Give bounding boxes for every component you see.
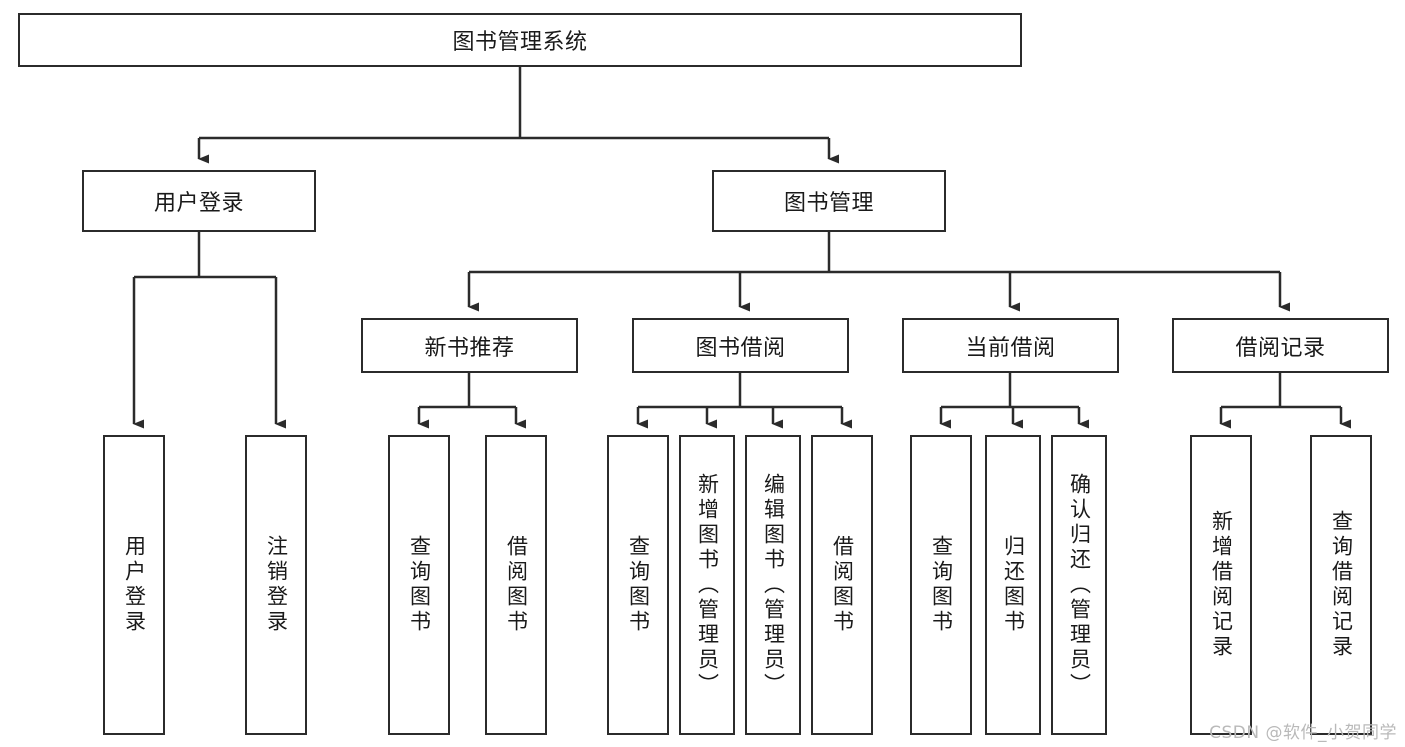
node-book-manage-label: 图书管理 xyxy=(783,191,874,216)
node-leaf-confirm-return-label: 确认归还（管理员） xyxy=(1067,472,1092,698)
node-leaf-edit-book-label: 编辑图书（管理员） xyxy=(761,472,786,698)
node-user-login-label: 用户登录 xyxy=(153,191,244,216)
node-leaf-query-book-3[interactable]: 查询图书 xyxy=(910,435,972,735)
node-leaf-borrow-book-1-label: 借阅图书 xyxy=(504,535,529,635)
node-leaf-borrow-book-1[interactable]: 借阅图书 xyxy=(485,435,547,735)
node-leaf-user-login[interactable]: 用户登录 xyxy=(103,435,165,735)
node-leaf-add-book[interactable]: 新增图书（管理员） xyxy=(679,435,735,735)
node-borrow-record-label: 借阅记录 xyxy=(1235,335,1326,361)
node-leaf-borrow-book-2-label: 借阅图书 xyxy=(830,535,855,635)
node-leaf-add-book-label: 新增图书（管理员） xyxy=(695,472,720,698)
node-leaf-query-book-1-label: 查询图书 xyxy=(407,535,432,635)
node-leaf-add-record[interactable]: 新增借阅记录 xyxy=(1190,435,1252,735)
node-leaf-return-book[interactable]: 归还图书 xyxy=(985,435,1041,735)
node-leaf-query-book-1[interactable]: 查询图书 xyxy=(388,435,450,735)
node-root-label: 图书管理系统 xyxy=(452,30,588,55)
node-leaf-edit-book[interactable]: 编辑图书（管理员） xyxy=(745,435,801,735)
node-current-borrow-label: 当前借阅 xyxy=(965,335,1056,361)
node-leaf-add-record-label: 新增借阅记录 xyxy=(1209,510,1234,660)
node-leaf-user-login-label: 用户登录 xyxy=(122,535,147,635)
node-leaf-query-book-2-label: 查询图书 xyxy=(626,535,651,635)
node-leaf-query-book-3-label: 查询图书 xyxy=(929,535,954,635)
node-leaf-user-logout[interactable]: 注销登录 xyxy=(245,435,307,735)
watermark: CSDN @软件_小贺同学 xyxy=(1209,723,1397,743)
node-book-manage[interactable]: 图书管理 xyxy=(712,170,946,232)
node-root[interactable]: 图书管理系统 xyxy=(18,13,1022,67)
node-leaf-confirm-return[interactable]: 确认归还（管理员） xyxy=(1051,435,1107,735)
node-book-borrow[interactable]: 图书借阅 xyxy=(632,318,849,373)
node-leaf-query-book-2[interactable]: 查询图书 xyxy=(607,435,669,735)
node-leaf-query-record[interactable]: 查询借阅记录 xyxy=(1310,435,1372,735)
node-book-borrow-label: 图书借阅 xyxy=(695,335,786,361)
node-leaf-user-logout-label: 注销登录 xyxy=(264,535,289,635)
node-user-login[interactable]: 用户登录 xyxy=(82,170,316,232)
node-current-borrow[interactable]: 当前借阅 xyxy=(902,318,1119,373)
node-leaf-return-book-label: 归还图书 xyxy=(1001,535,1026,635)
node-leaf-borrow-book-2[interactable]: 借阅图书 xyxy=(811,435,873,735)
node-leaf-query-record-label: 查询借阅记录 xyxy=(1329,510,1354,660)
node-borrow-record[interactable]: 借阅记录 xyxy=(1172,318,1389,373)
node-new-book-recommend-label: 新书推荐 xyxy=(424,335,515,361)
node-new-book-recommend[interactable]: 新书推荐 xyxy=(361,318,578,373)
